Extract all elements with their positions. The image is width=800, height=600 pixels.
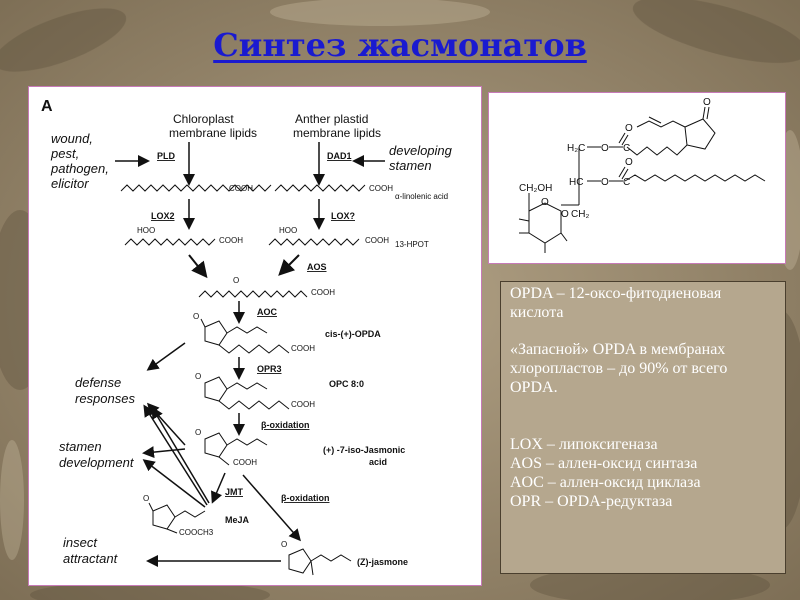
output-stamen-2: development [59, 455, 135, 470]
output-insect-1: insect [63, 535, 98, 550]
cooh-allene: COOH [311, 288, 335, 297]
jasmone-o: O [281, 540, 287, 549]
compound-opda: cis-(+)-OPDA [325, 329, 381, 339]
struct-c2: C [623, 177, 630, 188]
cooh-opc: COOH [291, 400, 315, 409]
biosynthesis-diagram: A Chloroplast membrane lipids Anther pla… [28, 86, 482, 586]
arrow-meja-defense [145, 407, 207, 505]
struct-c1: C [623, 143, 630, 154]
struct-ch2: CH₂ [571, 209, 589, 220]
cooh-left-2: COOH [219, 236, 243, 245]
oxide-o: O [233, 276, 239, 285]
cooch3: COOCH3 [179, 528, 214, 537]
meja-o: O [143, 494, 149, 503]
enzyme-jmt: JMT [225, 487, 244, 497]
enzyme-aoc: AOC [257, 307, 278, 317]
compound-hpot: 13-HPOT [395, 240, 429, 249]
hpot-chain-right [269, 239, 359, 245]
stimulus-pest: pest, [50, 146, 79, 161]
compound-opc: OPC 8:0 [329, 379, 364, 389]
stimulus-stamen: stamen [389, 158, 432, 173]
struct-o5: O [561, 209, 569, 220]
legend-opda: OPDA – 12-оксо-фитодиеновая кислота [510, 284, 777, 322]
legend-lox: LOX – липоксигеназа [510, 435, 777, 454]
hpot-chain-left [125, 239, 215, 245]
linolenic-chain-right [275, 185, 365, 191]
stimulus-developing: developing [389, 143, 453, 158]
legend-text-box: OPDA – 12-оксо-фитодиеновая кислота «Зап… [500, 281, 786, 574]
opc-structure [205, 377, 289, 409]
struct-h2c: H₂C [567, 143, 585, 154]
enzyme-opr3: OPR3 [257, 364, 282, 374]
enzyme-beta-ox-1: β-oxidation [261, 420, 310, 430]
opda-o: O [193, 312, 199, 321]
struct-o-ring: O [541, 197, 549, 208]
arrow-meja-stamen [145, 461, 205, 507]
enzyme-aos: AOS [307, 262, 327, 272]
struct-o1: O [601, 143, 609, 154]
panel-label: A [41, 98, 53, 115]
anther-label-2: membrane lipids [293, 126, 381, 140]
output-defense-2: responses [75, 391, 135, 406]
opc-o: O [195, 372, 201, 381]
output-defense-1: defense [75, 375, 121, 390]
arrow-converge-left [189, 255, 205, 275]
enzyme-pld: PLD [157, 151, 176, 161]
compound-jasmonic-1: (+) -7-iso-Jasmonic [323, 445, 405, 455]
opda-structure [201, 319, 289, 353]
struct-o2: O [625, 123, 633, 134]
arrow-jmt [213, 473, 225, 501]
legend-opr: OPR – OPDA-редуктаза [510, 492, 777, 511]
jasmone-structure [289, 549, 351, 575]
arrow-converge-right [281, 255, 299, 273]
enzyme-lox2: LOX2 [151, 211, 175, 221]
chloroplast-label-1: Chloroplast [173, 112, 234, 126]
compound-jasmone: (Z)-jasmone [357, 557, 408, 567]
struct-o3: O [601, 177, 609, 188]
compound-meja: MeJA [225, 515, 250, 525]
legend-aoc: AOC – аллен-оксид циклаза [510, 473, 777, 492]
cooh-jasmonic: COOH [233, 458, 257, 467]
cooh-left-1: COOH [229, 184, 253, 193]
anther-label-1: Anther plastid [295, 112, 368, 126]
compound-jasmonic-2: acid [369, 457, 387, 467]
opda-lipid-structure: O H₂C O C O HC O C O CH₂OH O O CH₂ [488, 92, 786, 264]
jasmonic-o: O [195, 428, 201, 437]
enzyme-beta-ox-2: β-oxidation [281, 493, 330, 503]
cooh-opda: COOH [291, 344, 315, 353]
arrow-opda-defense [149, 343, 185, 369]
allene-oxide-chain [199, 291, 307, 297]
stimulus-wound: wound, [51, 131, 93, 146]
hoo-right: HOO [279, 226, 297, 235]
enzyme-dad1: DAD1 [327, 151, 352, 161]
cooh-right-2: COOH [365, 236, 389, 245]
output-stamen-1: stamen [59, 439, 102, 454]
hoo-left: HOO [137, 226, 155, 235]
struct-o4: O [625, 157, 633, 168]
cooh-right-1: COOH [369, 184, 393, 193]
legend-storage: «Запасной» OPDA в мембранах хлоропластов… [510, 340, 777, 397]
chloroplast-label-2: membrane lipids [169, 126, 257, 140]
stimulus-elicitor: elicitor [51, 176, 89, 191]
struct-ch2oh: CH₂OH [519, 183, 552, 194]
stimulus-pathogen: pathogen, [50, 161, 109, 176]
struct-hc: HC [569, 177, 583, 188]
arrow-beta-2 [243, 475, 299, 539]
output-insect-2: attractant [63, 551, 119, 566]
legend-aos: AOS – аллен-оксид синтаза [510, 454, 777, 473]
slide-title: Синтез жасмонатов [0, 26, 800, 64]
struct-o-top: O [703, 97, 711, 108]
compound-linolenic: α-linolenic acid [395, 192, 448, 201]
enzyme-lox-q: LOX? [331, 211, 355, 221]
